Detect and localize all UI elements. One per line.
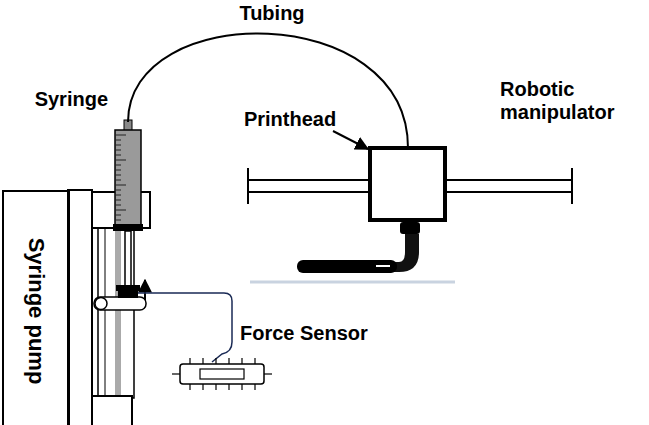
substrate [250, 281, 455, 284]
syringe-label: Syringe [35, 88, 108, 111]
tubing [128, 34, 408, 148]
pump-rails [98, 228, 134, 398]
pump-panel: Syringe pump [2, 190, 70, 425]
leader-arrow [333, 131, 368, 149]
force-sensor-chip [172, 358, 272, 390]
pump-carriage [94, 291, 146, 310]
printhead-box [370, 148, 445, 220]
tubing-label: Tubing [239, 2, 304, 25]
syringe [113, 120, 143, 291]
sensor-label: Force Sensor [240, 322, 368, 345]
pump-label: Syringe pump [23, 238, 49, 385]
printhead-label: Printhead [244, 108, 336, 131]
motion-arrow [144, 280, 146, 300]
manipulator-label: Robotic manipulator [500, 78, 640, 124]
syringe-pump-body [68, 190, 92, 425]
printed-filament [297, 260, 397, 273]
filament-highlight [376, 265, 390, 267]
pump-base-block [92, 396, 132, 425]
sensor-wire [138, 293, 232, 362]
